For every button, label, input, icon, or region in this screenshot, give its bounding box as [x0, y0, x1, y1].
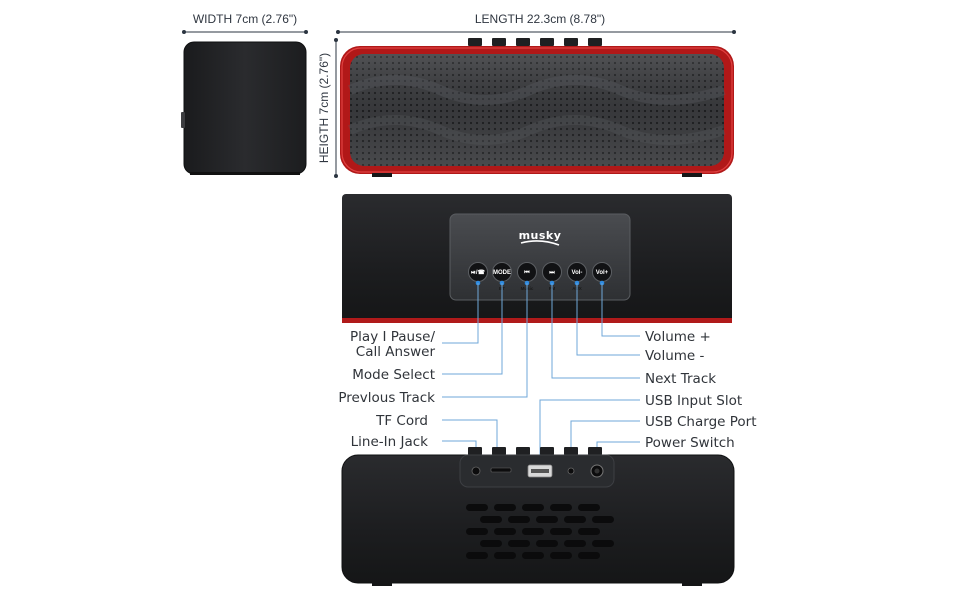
label-play-pause-1: Play I Pause/ — [350, 329, 435, 345]
width-label: WIDTH 7cm (2.76") — [193, 12, 297, 26]
label-mode-select: Mode Select — [352, 367, 435, 383]
speaker-side-view — [181, 41, 307, 175]
height-dimension: HEIGTH 7cm (2.76") — [317, 38, 338, 178]
volume-up-button-label: Vol+ — [596, 270, 609, 276]
brand-swoosh — [520, 240, 560, 246]
length-dimension: LENGTH 22.3cm (8.78") — [336, 12, 736, 34]
volume-up-button[interactable]: Vol+ — [592, 262, 612, 286]
play-pause-button[interactable]: ⏯/☎ — [468, 262, 488, 286]
label-usb-charge: USB Charge Port — [645, 414, 757, 430]
vent-grille — [466, 504, 614, 559]
play-pause-button-label: ⏯/☎ — [471, 269, 485, 276]
length-label: LENGTH 22.3cm (8.78") — [475, 12, 605, 26]
previous-track-button-label: ⏮ — [524, 270, 530, 276]
brand-logo: musky — [519, 229, 562, 242]
usb-charge-port — [567, 467, 575, 475]
speaker-top-view: musky — [342, 194, 732, 323]
label-volume-down: Volume - — [645, 348, 705, 364]
label-power-switch: Power Switch — [645, 435, 735, 451]
label-previous-track: Prevlous Track — [338, 390, 435, 406]
label-line-in: Line-In Jack — [351, 434, 429, 450]
label-usb-input: USB Input Slot — [645, 393, 742, 409]
line-in-jack — [471, 466, 481, 476]
width-dimension: WIDTH 7cm (2.76") — [182, 12, 308, 34]
label-play-pause-2: Call Answer — [356, 344, 436, 360]
volume-down-button-label: Vol- — [572, 270, 583, 276]
right-labels: Volume + Volume - Next Track USB Input S… — [645, 329, 757, 451]
control-buttons: ⏯/☎ MODE BT ⏮ Music ⏭ FM Vol- AUX — [468, 262, 612, 291]
height-label: HEIGTH 7cm (2.76") — [317, 53, 331, 163]
speaker-front-view — [340, 38, 734, 177]
mode-button-label: MODE — [493, 270, 511, 276]
left-labels: Play I Pause/ Call Answer Mode Select Pr… — [338, 329, 435, 450]
tf-card-slot — [490, 467, 512, 473]
label-next-track: Next Track — [645, 371, 716, 387]
next-track-button-label: ⏭ — [549, 270, 555, 276]
label-volume-up: Volume + — [645, 329, 711, 345]
label-tf-card: TF Cord — [375, 413, 428, 429]
speaker-back-view — [341, 447, 735, 586]
